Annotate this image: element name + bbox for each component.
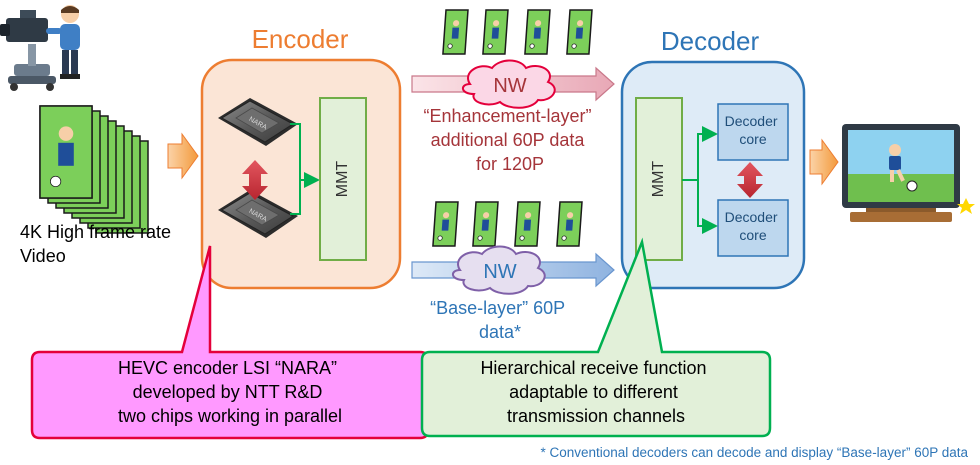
- decoder-link-2: [697, 180, 718, 234]
- decoder-core-2-line-1: Decoder: [725, 209, 778, 225]
- footnote: * Conventional decoders can decode and d…: [540, 445, 968, 460]
- source-label: 4K High frame rate Video: [20, 222, 176, 266]
- source-frame-front: [39, 105, 93, 199]
- encoder-callout-text: HEVC encoder LSI “NARA” developed by NTT…: [118, 358, 342, 426]
- decoder-callout-text: Hierarchical receive function adaptable …: [480, 358, 711, 426]
- encoder-callout-line-3: two chips working in parallel: [118, 406, 342, 426]
- encoder-link-1: [290, 123, 320, 188]
- source-label-line-2: Video: [20, 246, 66, 266]
- source-frame-stack: [39, 105, 149, 234]
- decoder-core-label-2: Decoder core: [725, 209, 782, 243]
- encoder-mmt-label: MMT: [334, 161, 351, 198]
- base-frame-2: [472, 201, 499, 247]
- decoder-callout-line-2: adaptable to different: [509, 382, 678, 402]
- enhancement-frames: [442, 9, 593, 55]
- decoder-mmt-label: MMT: [650, 161, 667, 198]
- decoder-mmt-box: [635, 97, 683, 261]
- enhancement-description: “Enhancement-layer” additional 60P data …: [423, 106, 596, 174]
- base-line-1: “Base-layer” 60P: [430, 298, 565, 318]
- base-frame-3: [514, 201, 541, 247]
- decoder-title: Decoder: [661, 26, 760, 56]
- decoder-core-box-1: [717, 103, 789, 161]
- tv-display-illustration: [842, 124, 975, 222]
- enhancement-frame-2: [482, 9, 509, 55]
- base-frame-1: [432, 201, 459, 247]
- decoder-core-2-line-2: core: [739, 227, 766, 243]
- base-description: “Base-layer” 60P data*: [430, 298, 570, 342]
- base-frame-2-image: [472, 201, 499, 247]
- base-frame-4: [556, 201, 583, 247]
- encoder-mmt-box: [319, 97, 367, 261]
- base-network-cloud: [452, 245, 546, 295]
- encoder-callout-line-2: developed by NTT R&D: [133, 382, 323, 402]
- enhancement-frame-3-image: [524, 9, 551, 55]
- base-nw-label: NW: [483, 261, 516, 283]
- decoder-core-box-2: [717, 199, 789, 257]
- enhancement-nw-label: NW: [493, 75, 526, 97]
- encoder-link-2: [290, 180, 301, 215]
- enhancement-line-1: “Enhancement-layer”: [423, 106, 591, 126]
- chip-parallel-arrow: [242, 160, 268, 200]
- enhancement-line-3: for 120P: [476, 154, 544, 174]
- base-frame-3-image: [514, 201, 541, 247]
- decoder-core-1-line-1: Decoder: [725, 113, 778, 129]
- base-frame-4-image: [556, 201, 583, 247]
- core-parallel-arrow: [737, 162, 763, 198]
- output-arrow: [809, 138, 839, 186]
- camera-operator-illustration: [0, 5, 80, 91]
- enhancement-frame-4-image: [566, 9, 593, 55]
- encoder-title: Encoder: [252, 24, 349, 54]
- input-arrow: [167, 132, 199, 180]
- decoder-callout-line-1: Hierarchical receive function: [480, 358, 706, 378]
- enhancement-frame-2-image: [482, 9, 509, 55]
- base-frames: [432, 201, 583, 247]
- source-label-line-1: 4K High frame rate: [20, 222, 171, 242]
- base-frame-1-image: [432, 201, 459, 247]
- encoder-chip-2: NARA: [218, 190, 298, 238]
- encoder-chip-1: NARA: [218, 98, 298, 146]
- decoder-core-label-1: Decoder core: [725, 113, 782, 147]
- decoder-callout-bubble: [420, 237, 772, 438]
- decoder-callout-line-3: transmission channels: [507, 406, 685, 426]
- encoder-callout-line-1: HEVC encoder LSI “NARA”: [118, 358, 337, 378]
- enhancement-network-cloud: [462, 59, 556, 109]
- enhancement-frame-1-image: [442, 9, 469, 55]
- enhancement-frame-3: [524, 9, 551, 55]
- enhancement-frame-4: [566, 9, 593, 55]
- base-line-2: data*: [479, 322, 521, 342]
- decoder-core-1-line-2: core: [739, 131, 766, 147]
- enhancement-line-2: additional 60P data: [431, 130, 586, 150]
- enhancement-frame-1: [442, 9, 469, 55]
- decoder-link-1: [682, 126, 718, 181]
